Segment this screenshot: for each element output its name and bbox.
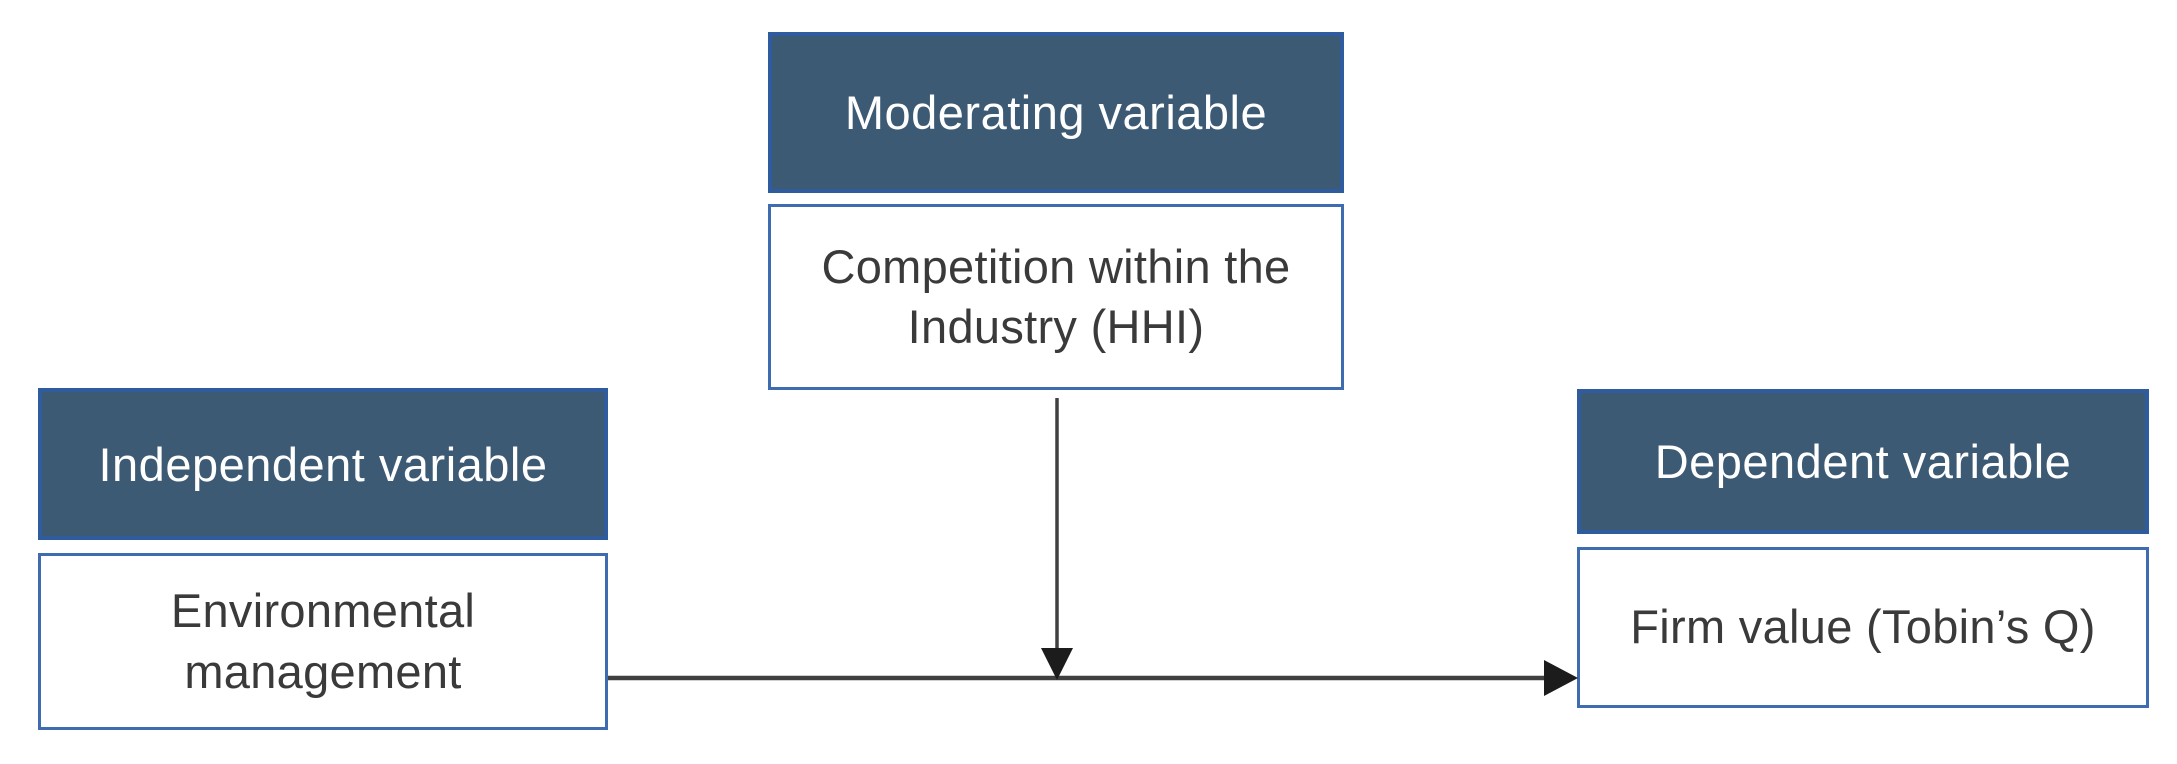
- moderating-variable-header: Moderating variable: [768, 32, 1344, 193]
- independent-variable-role-label: Independent variable: [98, 437, 548, 491]
- dependent-variable-header: Dependent variable: [1577, 389, 2149, 534]
- dependent-variable-construct-label: Firm value (Tobin’s Q): [1630, 600, 2096, 654]
- moderating-variable-construct-label: Competition within the Industry (HHI): [821, 239, 1291, 353]
- independent-variable-box: Environmental management: [38, 553, 608, 730]
- dependent-variable-role-label: Dependent variable: [1654, 435, 2072, 488]
- moderating-variable-role-label: Moderating variable: [844, 86, 1268, 139]
- independent-variable-construct-label: Environmental management: [170, 584, 476, 698]
- dependent-variable-box: Firm value (Tobin’s Q): [1577, 547, 2149, 708]
- moderation-arrowhead-icon: [1041, 648, 1073, 680]
- moderating-variable-box: Competition within the Industry (HHI): [768, 204, 1344, 390]
- independent-variable-header: Independent variable: [38, 388, 608, 540]
- direct-effect-arrowhead-icon: [1544, 660, 1578, 696]
